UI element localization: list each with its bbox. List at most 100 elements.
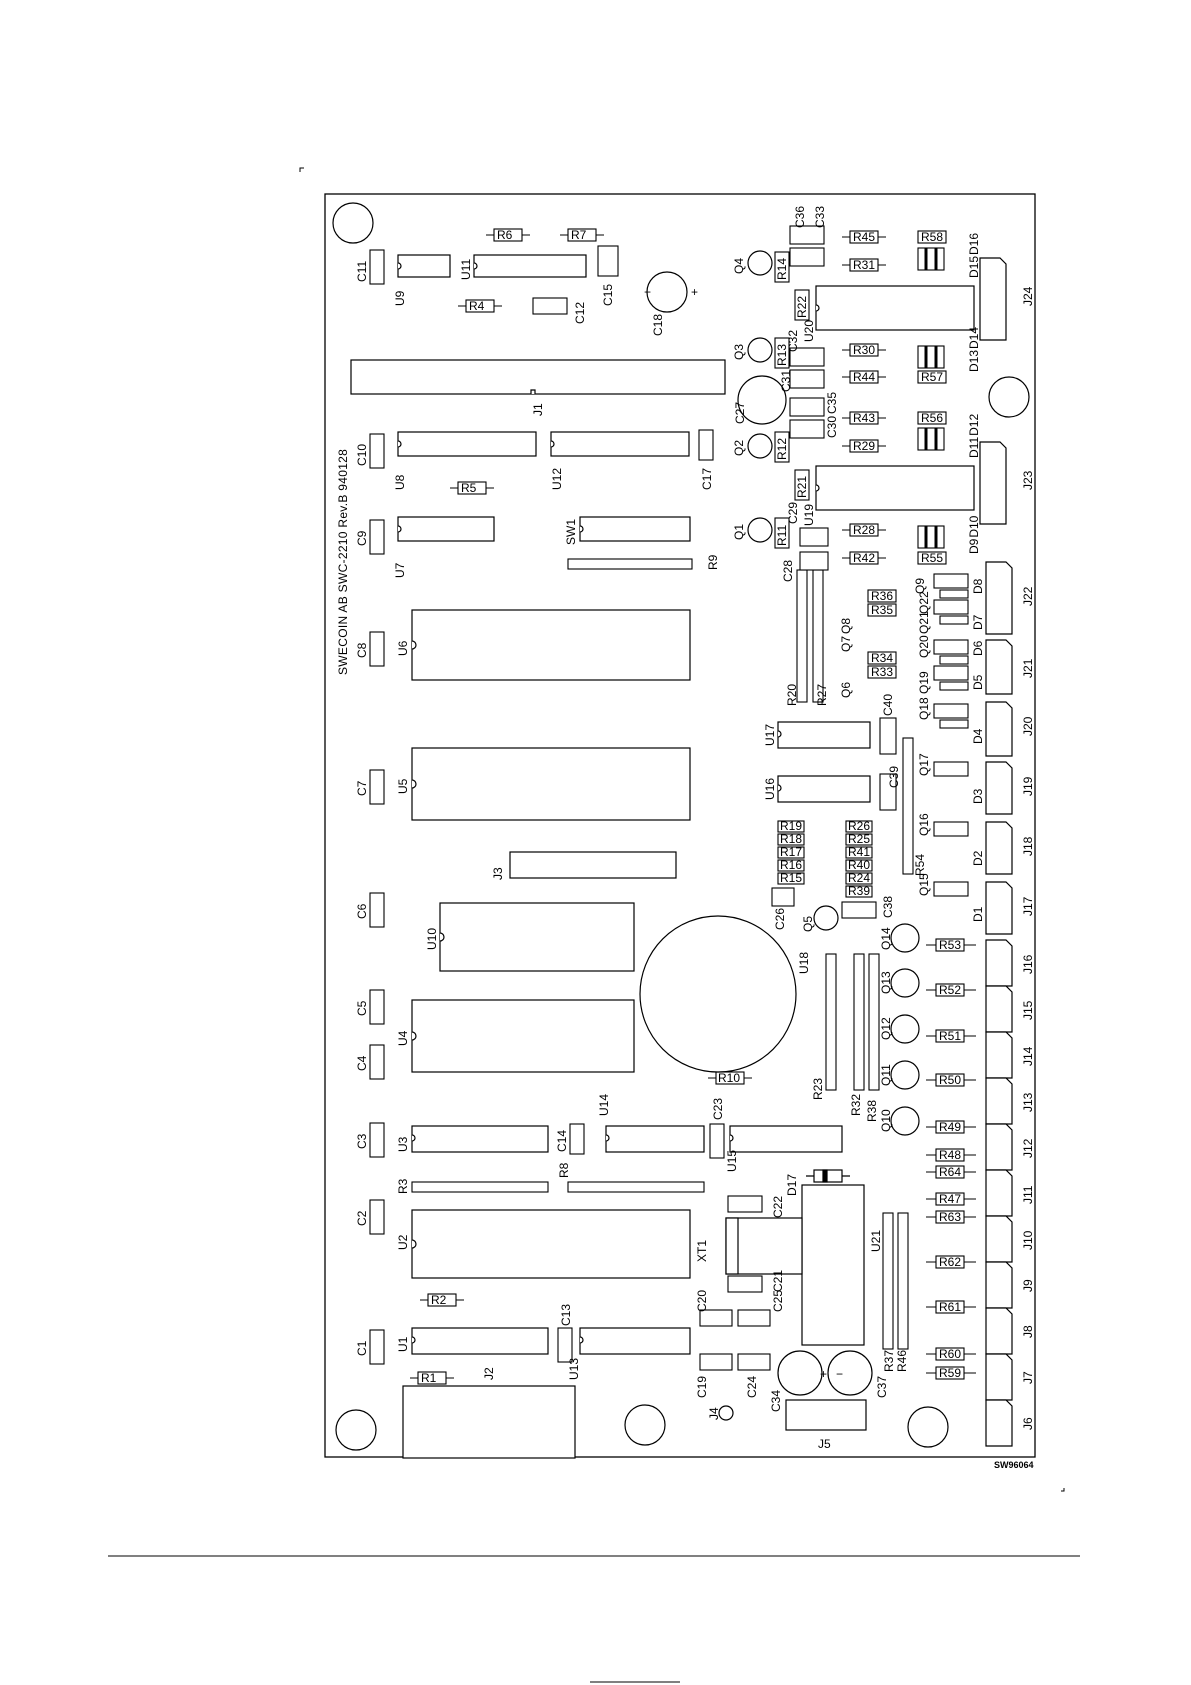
transistor-q16 bbox=[933, 821, 969, 837]
capacitor-c22 bbox=[727, 1195, 763, 1213]
label-q11: Q11 bbox=[879, 1064, 893, 1086]
label-r13: R13 bbox=[775, 344, 789, 366]
label-c38: C38 bbox=[881, 896, 895, 918]
capacitor-c5 bbox=[369, 989, 385, 1025]
label-d13-d14: D13D14 bbox=[967, 327, 981, 372]
label-q22: Q22 bbox=[917, 591, 931, 614]
transistor-q17 bbox=[933, 761, 969, 777]
label-r39: R39 bbox=[848, 884, 870, 898]
capacitor-c26 bbox=[771, 887, 795, 907]
label-r6: R6 bbox=[497, 228, 513, 242]
label-r59: R59 bbox=[939, 1366, 961, 1380]
connector-j13 bbox=[985, 1077, 1013, 1125]
transistor-q2 bbox=[747, 433, 773, 459]
label-q21: Q21 bbox=[917, 611, 931, 634]
label-c30: C30 bbox=[825, 416, 839, 438]
label-j17: J17 bbox=[1021, 896, 1035, 916]
label-r23: R23 bbox=[811, 1078, 825, 1100]
label-q8: Q8 bbox=[839, 618, 853, 634]
label-j14: J14 bbox=[1021, 1046, 1035, 1066]
label-r27: R27 bbox=[815, 684, 829, 706]
diode-pair-d11-d12 bbox=[917, 427, 945, 451]
capacitor-c32 bbox=[789, 347, 825, 367]
label-c17: C17 bbox=[700, 468, 714, 490]
label-d17: D17 bbox=[785, 1174, 799, 1196]
label-c27: C27 bbox=[733, 402, 747, 424]
resistor-r39 bbox=[845, 885, 873, 898]
connector-j23 bbox=[979, 441, 1007, 525]
label-c29: C29 bbox=[786, 502, 800, 524]
label-u19: U19 bbox=[802, 504, 816, 526]
label-d15-d16: D15D16 bbox=[967, 233, 981, 278]
transistor-q11 bbox=[890, 1060, 920, 1090]
label-j4: J4 bbox=[707, 1407, 721, 1420]
ic-u5 bbox=[411, 747, 691, 821]
resistor-r35 bbox=[867, 603, 897, 617]
label-r33: R33 bbox=[871, 665, 893, 679]
resistor-network-r46 bbox=[897, 1212, 909, 1350]
label-j10: J10 bbox=[1021, 1230, 1035, 1250]
resistor-r29 bbox=[849, 439, 879, 453]
label-r22: R22 bbox=[795, 296, 809, 318]
resistor-r4 bbox=[465, 299, 495, 313]
resistor-r51 bbox=[935, 1029, 965, 1043]
label-c39: C39 bbox=[887, 766, 901, 788]
mounting-hole bbox=[624, 1404, 666, 1446]
connector-j5 bbox=[785, 1399, 867, 1431]
resistor-network-r20 bbox=[796, 569, 808, 703]
label-u8: U8 bbox=[393, 474, 407, 490]
resistor-r31 bbox=[849, 258, 879, 272]
label-j3: J3 bbox=[491, 867, 505, 880]
label-r61: R61 bbox=[939, 1300, 961, 1314]
resistor-r50 bbox=[935, 1073, 965, 1087]
label-c3: C3 bbox=[355, 1133, 369, 1149]
label-c15: C15 bbox=[601, 284, 615, 306]
label-q3: Q3 bbox=[732, 344, 746, 360]
label-r45: R45 bbox=[853, 230, 875, 244]
label-r44: R44 bbox=[853, 370, 875, 384]
label-r3: R3 bbox=[396, 1178, 410, 1194]
capacitor-c35 bbox=[789, 397, 825, 417]
label-r37: R37 bbox=[882, 1350, 896, 1372]
label-r15: R15 bbox=[780, 871, 802, 885]
capacitor-c21 bbox=[727, 1275, 763, 1293]
resistor-r11 bbox=[774, 517, 790, 549]
diode-d7 bbox=[939, 615, 969, 625]
label-u16: U16 bbox=[763, 778, 777, 800]
resistor-r43 bbox=[849, 411, 879, 425]
svg-text:+: + bbox=[820, 1367, 827, 1381]
label-c24: C24 bbox=[745, 1376, 759, 1398]
connector-j8 bbox=[985, 1307, 1013, 1355]
label-c36: C36 bbox=[793, 206, 807, 228]
diode-d4 bbox=[939, 719, 969, 729]
label-q16: Q16 bbox=[917, 813, 931, 836]
label-j21: J21 bbox=[1021, 658, 1035, 678]
transistor-q4 bbox=[747, 250, 773, 276]
capacitor-c38 bbox=[841, 901, 877, 919]
resistor-r62 bbox=[935, 1255, 965, 1269]
resistor-network-r8 bbox=[567, 1181, 705, 1193]
label-q4: Q4 bbox=[732, 258, 746, 274]
label-r32: R32 bbox=[849, 1094, 863, 1116]
label-c26: C26 bbox=[773, 908, 787, 930]
label-q10: Q10 bbox=[879, 1109, 893, 1132]
capacitor-c20 bbox=[699, 1309, 733, 1327]
label-r24: R24 bbox=[848, 871, 870, 885]
resistor-network-r27 bbox=[812, 569, 824, 703]
label-q19: Q19 bbox=[917, 671, 931, 694]
label-c13: C13 bbox=[559, 1304, 573, 1326]
resistor-r1 bbox=[417, 1371, 447, 1385]
mounting-hole bbox=[988, 376, 1030, 418]
label-u12: U12 bbox=[550, 468, 564, 490]
resistor-r47 bbox=[935, 1192, 965, 1206]
label-q7: Q7 bbox=[839, 636, 853, 652]
diode-pair-d9-d10 bbox=[917, 525, 945, 549]
resistor-network-r54 bbox=[902, 737, 914, 875]
label-u15: U15 bbox=[725, 1150, 739, 1172]
ic-u9 bbox=[397, 254, 451, 278]
resistor-r42 bbox=[849, 551, 879, 565]
capacitor-c12 bbox=[532, 297, 568, 315]
label-u6: U6 bbox=[396, 640, 410, 656]
capacitor-c10 bbox=[369, 433, 385, 469]
label-c35: C35 bbox=[825, 392, 839, 414]
